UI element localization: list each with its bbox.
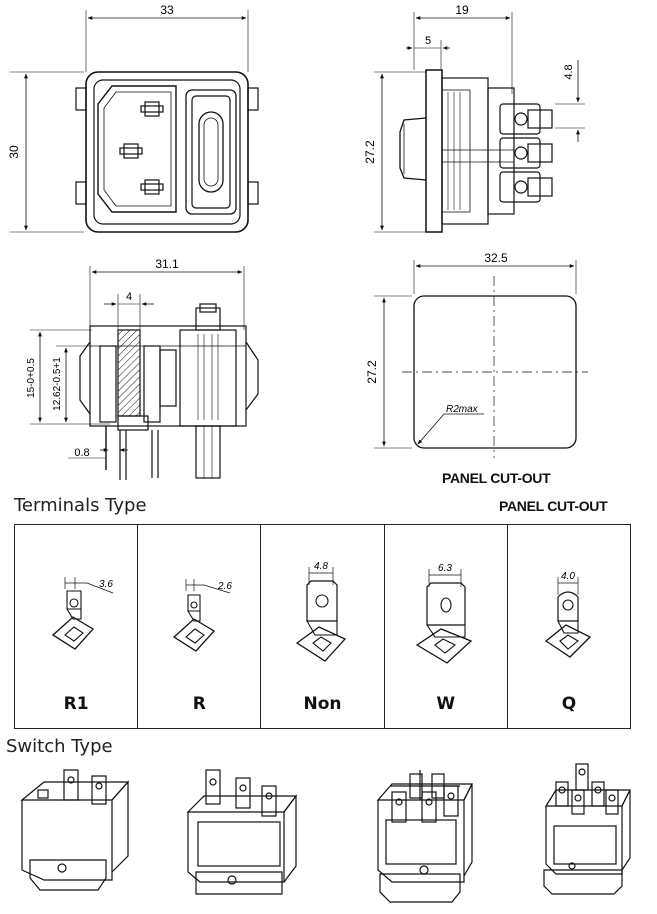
terminal-r1-dim: 3.6 (99, 579, 113, 590)
terminal-w-illustration: 6.3 (415, 563, 472, 664)
switch-type-2-illustration (186, 769, 298, 895)
terminal-cell-w: 6.3 W (385, 525, 508, 728)
terminal-code-r: R (192, 694, 206, 714)
switch-illustrations (20, 763, 631, 903)
terminal-code-q: Q (561, 694, 577, 714)
section-outer-height-dim: 15-0+0.5 (26, 358, 37, 398)
front-width-dim: 33 (160, 3, 174, 17)
terminal-q-dim: 4.0 (561, 571, 575, 582)
cutout-width-dim: 32.5 (484, 251, 508, 265)
side-pitch-dim: 4.8 (563, 64, 575, 79)
switch-type-1-illustration (20, 769, 130, 891)
switch-type-4-illustration (543, 763, 631, 895)
terminal-r-dim: 2.6 (217, 581, 232, 592)
terminal-q-illustration: 4.0 (544, 571, 591, 658)
terminal-cell-r1: 3.6 R1 (15, 525, 139, 728)
side-height-dim: 27.2 (363, 140, 377, 164)
terminals-table: 3.6 R1 2.6 R (14, 524, 631, 729)
side-width-dim: 19 (455, 3, 469, 17)
section-wall-dim: 4 (126, 291, 132, 303)
terminal-non-illustration: 4.8 (296, 561, 347, 662)
panel-cutout-label-secondary: PANEL CUT-OUT (499, 498, 608, 514)
side-flange-dim: 5 (425, 35, 431, 47)
terminal-w-dim: 6.3 (438, 563, 452, 574)
front-view (10, 10, 259, 233)
terminal-code-non: Non (303, 694, 342, 714)
switch-type-heading: Switch Type (6, 736, 113, 757)
section-pin-dim: 0.8 (74, 447, 89, 459)
cutout-view (374, 260, 588, 458)
side-view (374, 12, 585, 233)
terminal-cell-non: 4.8 Non (261, 525, 385, 728)
section-view (30, 266, 259, 480)
panel-cutout-label: PANEL CUT-OUT (442, 470, 551, 486)
front-height-dim: 30 (7, 145, 21, 159)
terminal-code-r1: R1 (63, 694, 89, 714)
terminal-r1-illustration: 3.6 (51, 577, 113, 650)
section-inner-height-dim: 12.62-0.5+1 (52, 357, 63, 411)
section-width-dim: 31.1 (155, 257, 179, 271)
cutout-radius-label: R2max (446, 404, 479, 415)
terminal-cell-r: 2.6 R (138, 525, 262, 728)
cutout-height-dim: 27.2 (365, 360, 379, 384)
terminal-r-illustration: 2.6 (173, 579, 233, 652)
terminals-type-heading: Terminals Type (14, 495, 147, 516)
terminal-cell-q: 4.0 Q (508, 525, 630, 728)
terminal-non-dim: 4.8 (314, 561, 328, 572)
terminal-code-w: W (436, 694, 456, 714)
switch-type-3-illustration (376, 770, 473, 903)
